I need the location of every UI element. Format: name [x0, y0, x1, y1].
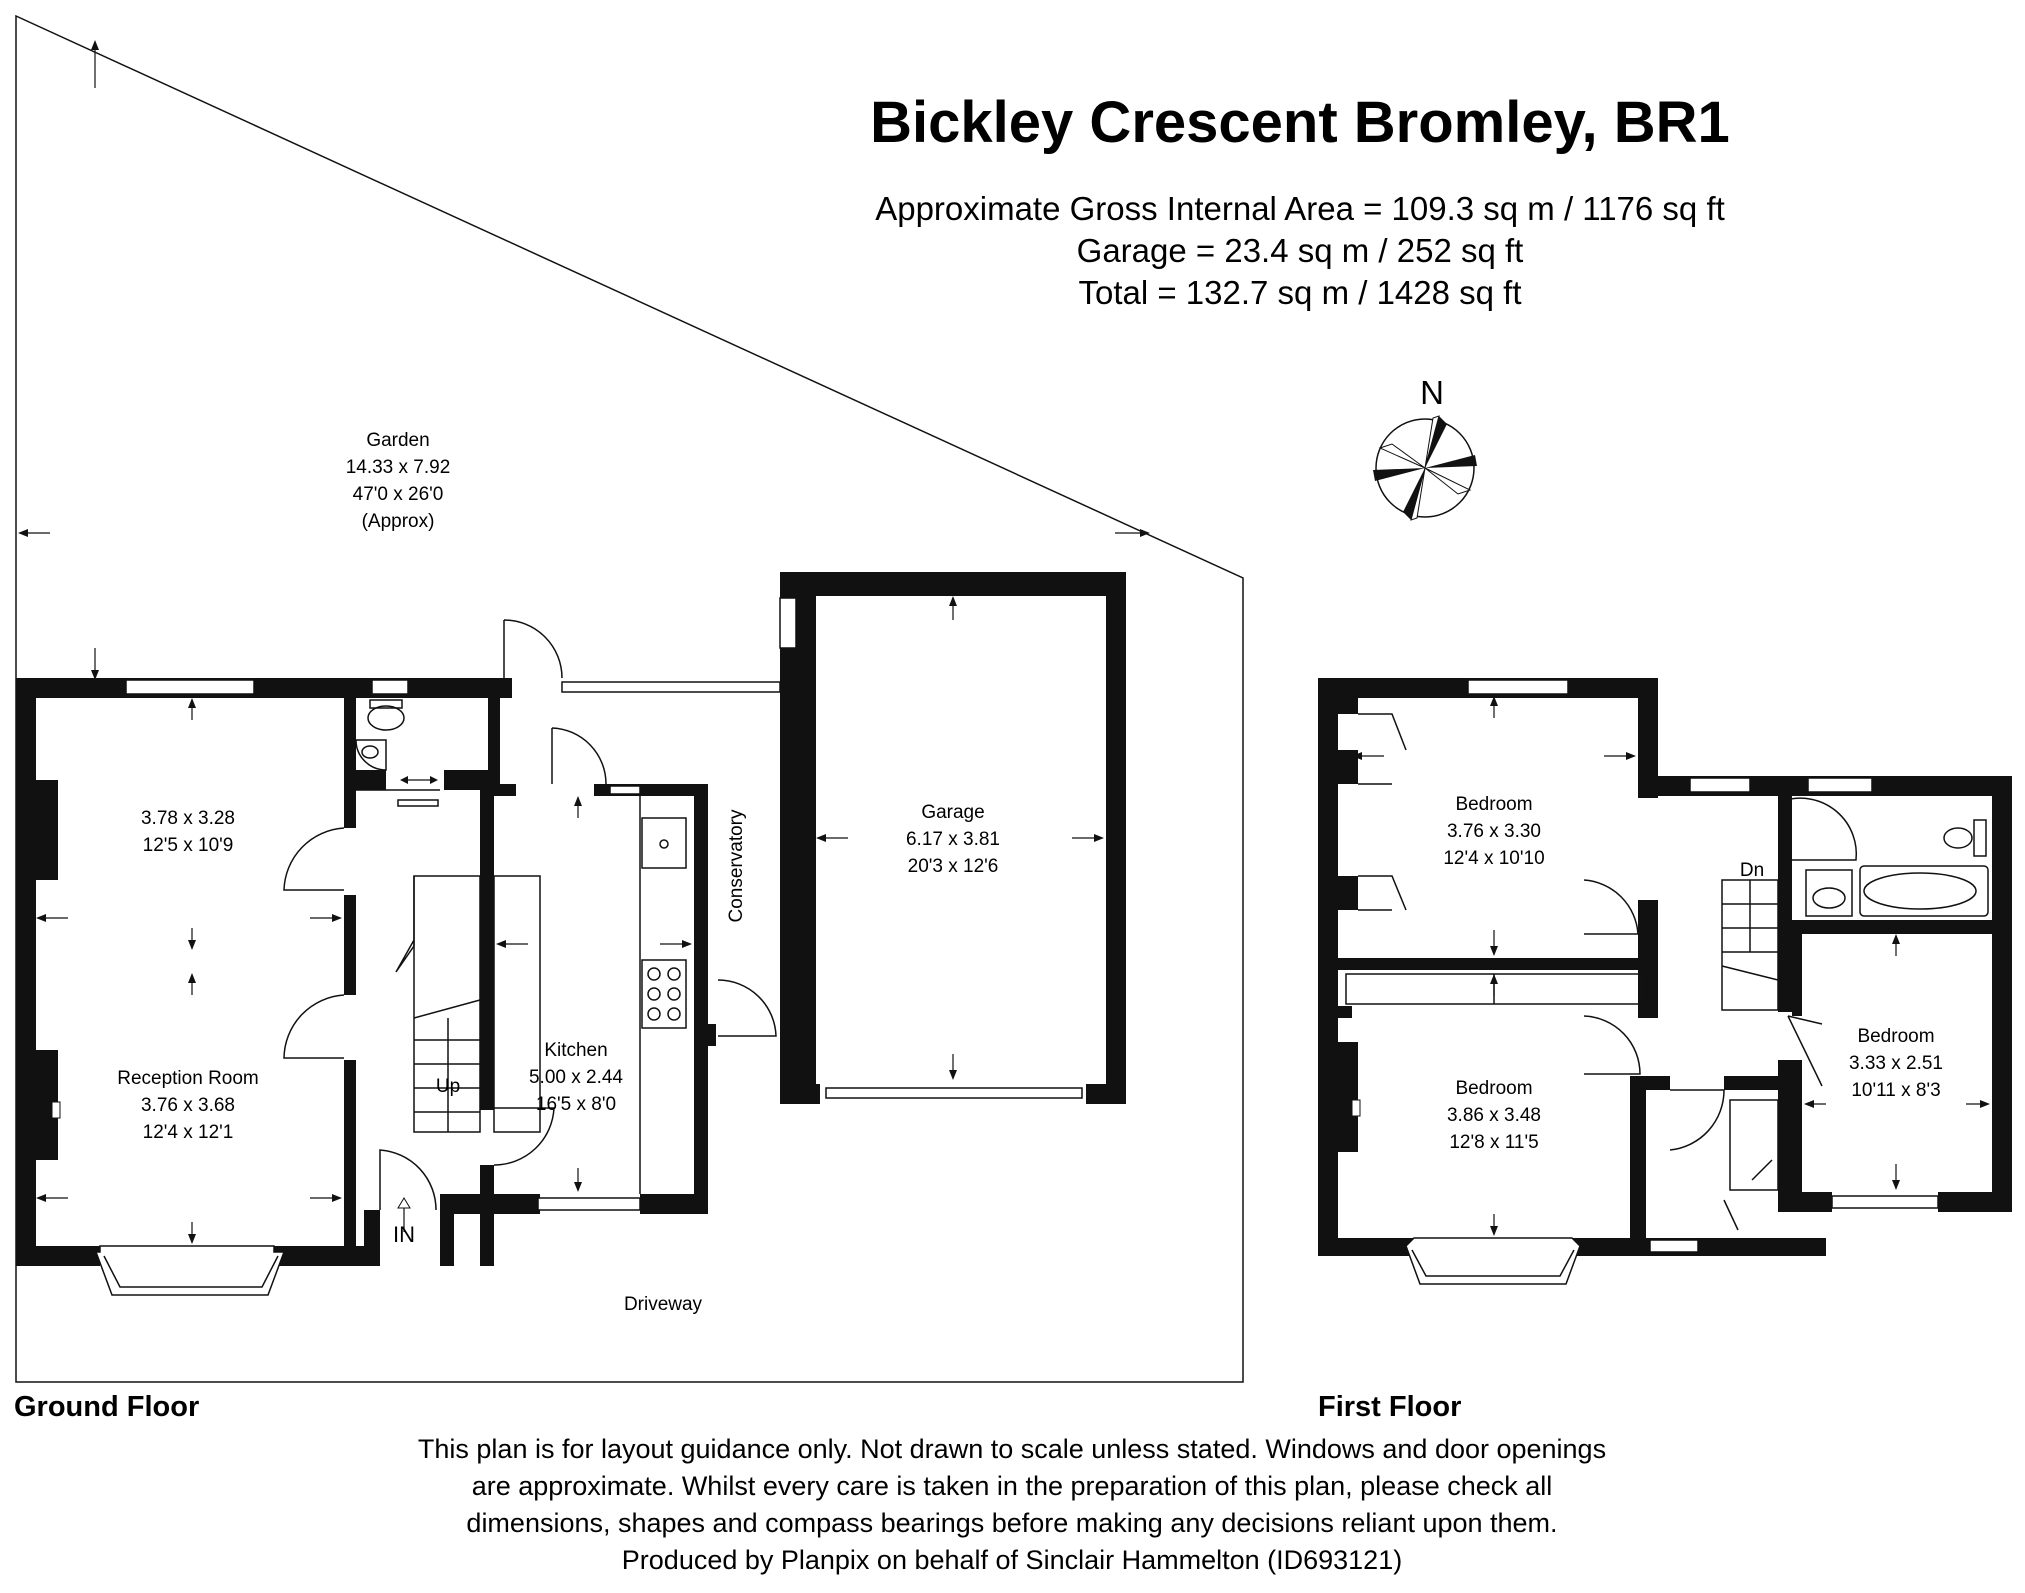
first-floor-walls [1318, 678, 2012, 1256]
first-floor-dimension-arrows [1352, 696, 1990, 1236]
bedroom-3-label: Bedroom [1857, 1026, 1934, 1047]
reception-upper-imperial: 12'5 x 10'9 [143, 835, 234, 856]
disclaimer-line-3: dimensions, shapes and compass bearings … [466, 1508, 1557, 1538]
ground-floor-doors [283, 619, 777, 1211]
kitchen-imperial: 16'5 x 8'0 [536, 1094, 616, 1115]
bedroom-3-imperial: 10'11 x 8'3 [1851, 1080, 1940, 1101]
stairs-up-label: Up [436, 1076, 460, 1097]
bedroom-2-label: Bedroom [1455, 1078, 1532, 1099]
ground-floor-stairs [395, 875, 541, 1133]
bedroom-2-metric: 3.86 x 3.48 [1447, 1105, 1541, 1126]
plan-title: Bickley Crescent Bromley, BR1 [870, 90, 1730, 155]
bedroom-2-imperial: 12'8 x 11'5 [1449, 1132, 1538, 1153]
garage-label: Garage [921, 802, 984, 823]
wc-fixtures [355, 699, 438, 784]
ground-floor-windows [125, 597, 1083, 1211]
disclaimer-line-2: are approximate. Whilst every care is ta… [472, 1471, 1553, 1501]
stairs-down-label: Dn [1740, 860, 1764, 881]
first-floor-doors [1345, 713, 1858, 1151]
ground-floor-dimension-arrows [36, 596, 1104, 1244]
garden-approx-note: (Approx) [362, 511, 435, 532]
first-floor-windows [1405, 679, 1939, 1285]
ground-floor-label: Ground Floor [14, 1391, 199, 1423]
entrance-label: IN [393, 1222, 415, 1247]
bedroom-3-metric: 3.33 x 2.51 [1849, 1053, 1943, 1074]
garage-metric: 6.17 x 3.81 [906, 829, 1000, 850]
reception-room-label: Reception Room [117, 1068, 259, 1089]
first-floor-stairs [1721, 879, 1779, 1011]
bedroom-1-imperial: 12'4 x 10'10 [1443, 848, 1544, 869]
total-area-line: Total = 132.7 sq m / 1428 sq ft [1078, 274, 1521, 311]
bedroom-1-metric: 3.76 x 3.30 [1447, 821, 1541, 842]
bedroom-1-label: Bedroom [1455, 794, 1532, 815]
compass-north-label: N [1420, 374, 1444, 411]
garden-dimension-arrows [18, 40, 1150, 680]
disclaimer-line-1: This plan is for layout guidance only. N… [418, 1434, 1606, 1464]
kitchen-label: Kitchen [544, 1040, 607, 1061]
bathroom-fittings [1723, 819, 1989, 1231]
garage-imperial: 20'3 x 12'6 [908, 856, 999, 877]
conservatory-label: Conservatory [726, 809, 747, 922]
compass-rose-icon [1373, 415, 1477, 521]
garden-metric: 14.33 x 7.92 [346, 457, 451, 478]
gross-area-line: Approximate Gross Internal Area = 109.3 … [875, 190, 1725, 227]
garden-imperial: 47'0 x 26'0 [353, 484, 444, 505]
reception-upper-metric: 3.78 x 3.28 [141, 808, 235, 829]
driveway-label: Driveway [624, 1294, 703, 1315]
kitchen-fittings [639, 796, 687, 1194]
kitchen-metric: 5.00 x 2.44 [529, 1067, 623, 1088]
garage-area-line: Garage = 23.4 sq m / 252 sq ft [1077, 232, 1524, 269]
garden-label: Garden [366, 430, 429, 451]
first-floor-label: First Floor [1318, 1391, 1461, 1423]
disclaimer-line-4: Produced by Planpix on behalf of Sinclai… [622, 1545, 1402, 1575]
reception-room-imperial: 12'4 x 12'1 [143, 1122, 234, 1143]
reception-room-metric: 3.76 x 3.68 [141, 1095, 235, 1116]
